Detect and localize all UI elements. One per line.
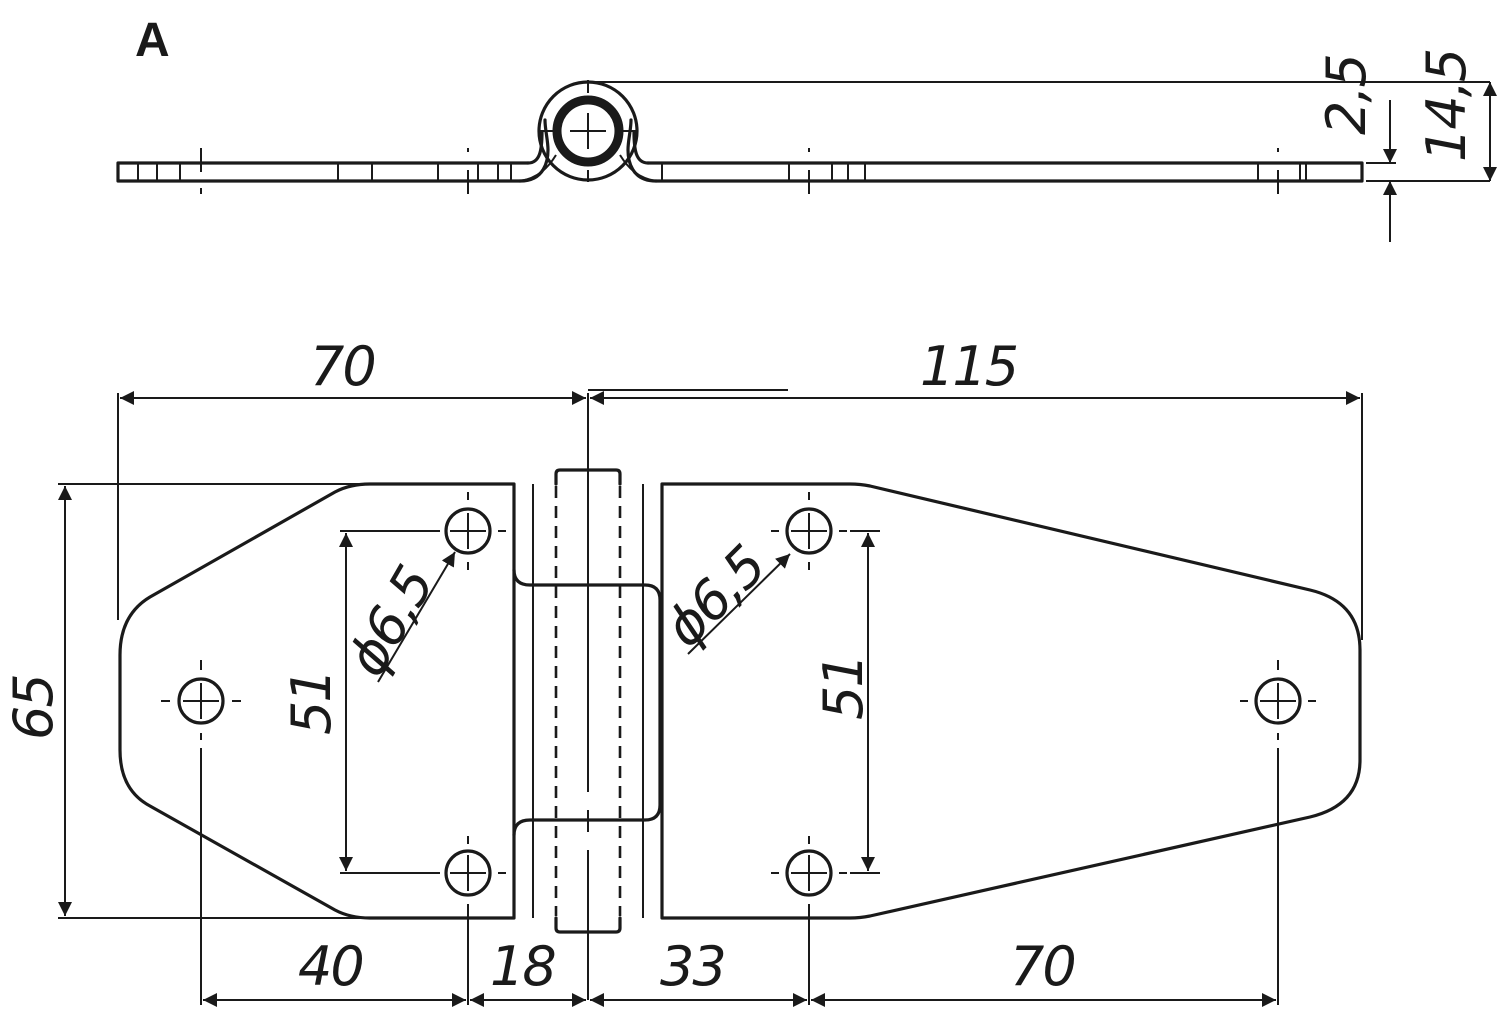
view-label: A	[135, 14, 170, 67]
dim-right-hole-diameter: ϕ6,5	[653, 534, 778, 659]
dim-left-hole-diameter: ϕ6,5	[335, 557, 446, 687]
hole-left-outer	[161, 660, 241, 1005]
dim-total-height: 14,5	[1415, 50, 1478, 162]
dim-overall-width: 65	[2, 675, 65, 740]
side-view: 2,5 14,5	[116, 50, 1497, 242]
dim-left-leaf-length: 70	[310, 335, 375, 398]
dim-chain-1: 40	[298, 935, 363, 998]
hole-right-top	[771, 492, 847, 570]
dim-left-hole-spacing: 51	[280, 670, 343, 735]
hole-right-bottom	[771, 836, 847, 1005]
dim-chain-2: 18	[490, 935, 555, 998]
hinge-plate-outline	[118, 482, 516, 920]
hole-right-outer	[1240, 660, 1316, 1005]
dim-chain-3: 33	[660, 935, 725, 998]
dim-plate-thickness: 2,5	[1315, 55, 1378, 135]
top-view: 70 115 65 51 51 ϕ6,5 ϕ6,5 40 18 33 70	[2, 335, 1363, 1007]
dim-right-leaf-length: 115	[920, 335, 1017, 398]
dim-chain-4: 70	[1010, 935, 1075, 998]
hole-left-top	[430, 492, 506, 570]
dim-right-hole-spacing: 51	[812, 655, 875, 720]
